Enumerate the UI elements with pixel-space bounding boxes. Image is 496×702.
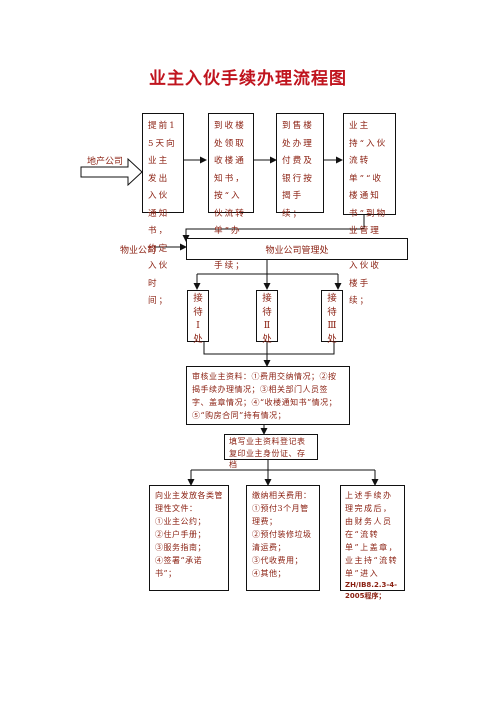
reception-1-char-4: 处 [193, 333, 203, 345]
reception-1-char-1: 接 [193, 293, 203, 304]
management-office-label: 物业公司管理处 [265, 246, 329, 256]
fees-title: 缴纳相关费用： [252, 491, 312, 500]
documents-box: 向业主发放各类管理性文件： ①业主公约； ②住户手册； ③服务指南； ④签署“承… [149, 485, 229, 591]
fees-item-4: ④其他； [252, 569, 286, 578]
register-line-2: 复印业主身份证、存档 [229, 448, 306, 470]
reception-3-char-3: Ⅲ [327, 320, 337, 331]
documents-title: 向业主发放各类管理性文件： [155, 491, 223, 513]
reception-point-1: 接 待 Ⅰ 处 [187, 290, 209, 345]
documents-item-2: ②住户手册； [155, 530, 206, 539]
step-3-text: 到售楼处办理付费及银行按揭手续； [282, 121, 314, 219]
reception-point-3: 接 待 Ⅲ 处 [321, 290, 343, 345]
completion-text: 上述手续办理完成后，由财务人员在“流转单”上盖章，业主持“流转单”进入 [345, 491, 399, 578]
step-1-box: 提前15天向业主发出入伙通知书，约定入伙时间； [142, 113, 184, 306]
completion-code: ZH/IB8.2.3-4-2005程序； [345, 581, 398, 600]
review-text: 审核业主资料：①费用交纳情况；②按揭手续办理情况；③相关部门人员签字、盖章情况；… [192, 372, 338, 420]
step-4-box: 业主持“入伙流转单”“收楼通知书”到物业管理处办理入伙收楼手续； [343, 113, 396, 306]
reception-2-char-4: 处 [262, 333, 272, 345]
review-box: 审核业主资料：①费用交纳情况；②按揭手续办理情况；③相关部门人员签字、盖章情况；… [186, 366, 350, 425]
reception-2-char-2: 待 [262, 306, 272, 318]
fees-item-2: ②预付装修垃圾清运费； [252, 530, 312, 552]
reception-2-char-3: Ⅱ [263, 320, 271, 331]
documents-item-4: ④签署“承诺书”； [155, 556, 203, 578]
fees-item-1: ①预付3个月管理费； [252, 504, 309, 526]
management-office-box: 物业公司管理处 [186, 238, 408, 260]
step-2-box: 到收楼处领取收楼通知书，按“入伙流转单”办理入伙手续； [208, 113, 254, 271]
reception-1-char-2: 待 [193, 306, 203, 318]
register-line-1: 填写业主资料登记表 [229, 437, 306, 446]
documents-item-1: ①业主公约； [155, 517, 206, 526]
completion-box: 上述手续办理完成后，由财务人员在“流转单”上盖章，业主持“流转单”进入 ZH/I… [340, 485, 405, 600]
documents-item-3: ③服务指南； [155, 543, 206, 552]
reception-3-char-1: 接 [327, 293, 337, 304]
reception-3-char-4: 处 [327, 333, 337, 345]
reception-point-2: 接 待 Ⅱ 处 [256, 290, 278, 345]
developer-arrow [80, 157, 143, 187]
developer-label: 地产公司 [87, 157, 124, 167]
page-title: 业主入伙手续办理流程图 [149, 69, 347, 89]
step-1-text: 提前15天向业主发出入伙通知书，约定入伙时间； [148, 121, 177, 306]
fees-item-3: ③代收费用； [252, 556, 303, 565]
property-label: 物业公司 [120, 246, 157, 256]
step-3-box: 到售楼处办理付费及银行按揭手续； [276, 113, 324, 219]
reception-1-char-3: Ⅰ [196, 320, 200, 331]
reception-3-char-2: 待 [327, 306, 337, 318]
reception-2-char-1: 接 [262, 293, 272, 304]
register-box: 填写业主资料登记表 复印业主身份证、存档 [224, 434, 318, 469]
fees-box: 缴纳相关费用： ①预付3个月管理费； ②预付装修垃圾清运费； ③代收费用； ④其… [246, 485, 320, 591]
